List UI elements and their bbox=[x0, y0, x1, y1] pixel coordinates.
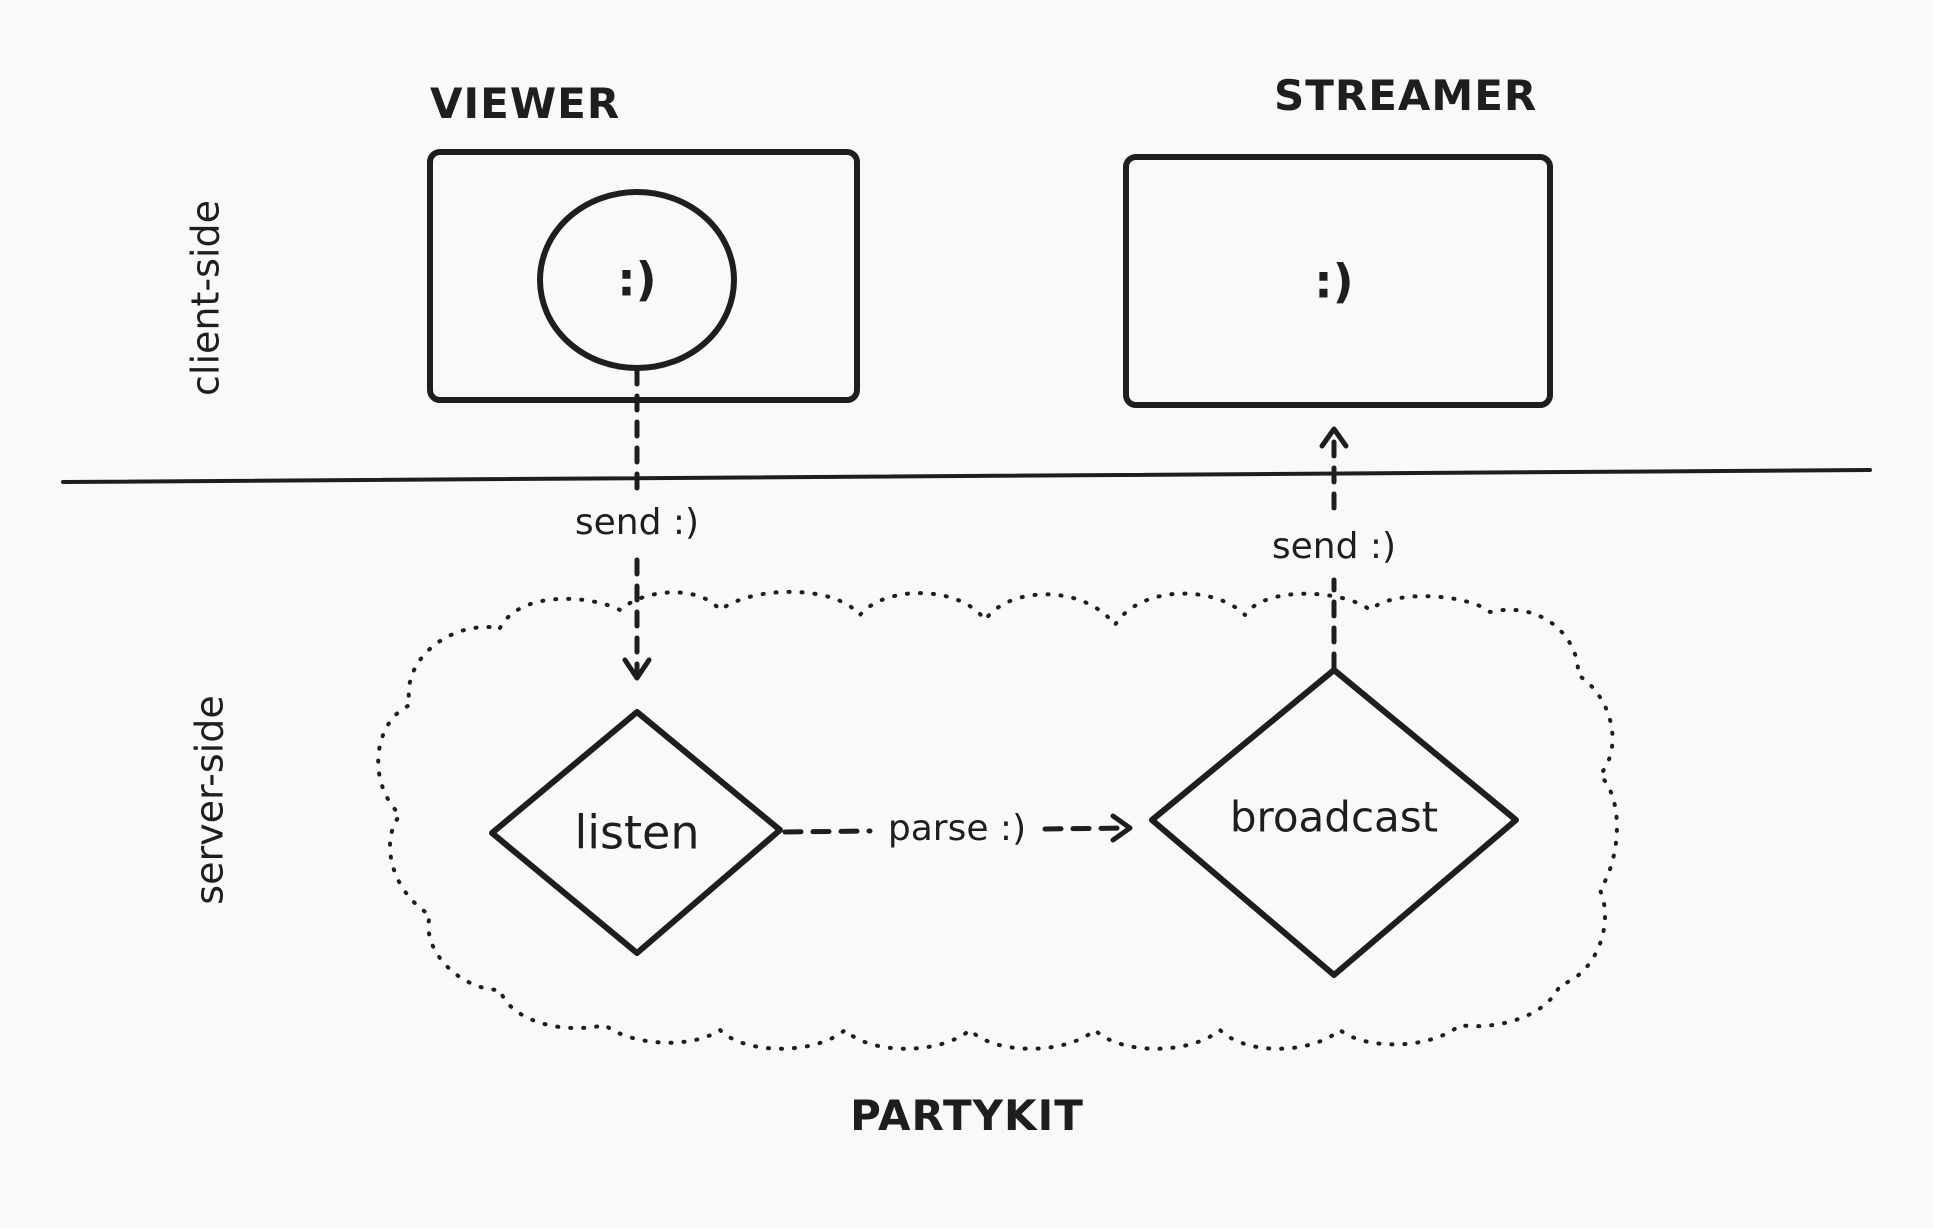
broadcast-to-streamer-arrowhead bbox=[1319, 426, 1349, 449]
viewer-to-listen-label: send :) bbox=[575, 502, 699, 543]
viewer-screen bbox=[427, 149, 860, 403]
server-side-label: server-side bbox=[188, 695, 232, 904]
listen-to-broadcast-edge-left bbox=[782, 828, 873, 835]
viewer-title: VIEWER bbox=[430, 79, 620, 128]
streamer-face: :) bbox=[1314, 255, 1353, 309]
partykit-cloud bbox=[376, 589, 1619, 1051]
client-server-divider bbox=[61, 468, 1872, 484]
streamer-screen bbox=[1123, 154, 1553, 408]
client-side-label: client-side bbox=[184, 200, 228, 396]
viewer-to-listen-arrowhead bbox=[622, 657, 652, 681]
viewer-face: :) bbox=[617, 253, 656, 307]
listen-label: listen bbox=[574, 806, 699, 860]
streamer-title: STREAMER bbox=[1274, 71, 1537, 120]
broadcast-node bbox=[1149, 667, 1519, 978]
listen-to-broadcast-edge-right bbox=[1042, 825, 1131, 832]
viewer-to-listen-label-bg bbox=[560, 495, 710, 551]
listen-to-broadcast-arrowhead bbox=[1110, 813, 1133, 843]
broadcast-to-streamer-label: send :) bbox=[1272, 526, 1396, 567]
partykit-label: PARTYKIT bbox=[850, 1091, 1084, 1140]
listen-node bbox=[489, 709, 783, 956]
broadcast-label: broadcast bbox=[1230, 793, 1438, 842]
listen-to-broadcast-label: parse :) bbox=[888, 808, 1026, 849]
